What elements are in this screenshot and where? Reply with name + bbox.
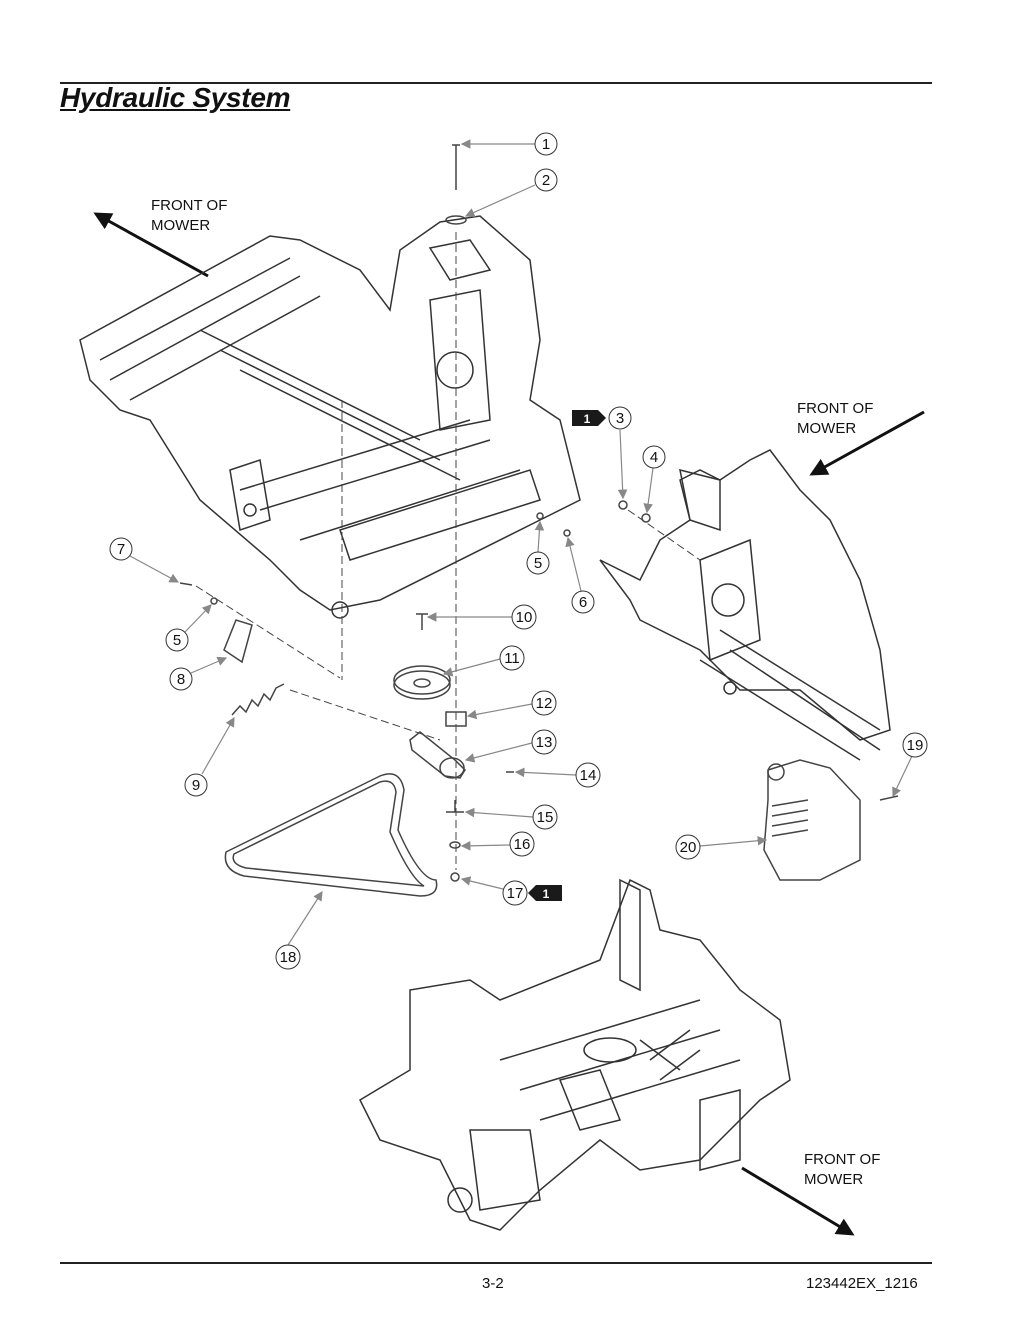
leader-lines [129, 139, 913, 946]
washer-part [210, 597, 218, 605]
callout-2: 2 [534, 168, 558, 192]
callout-19: 19 [902, 732, 928, 758]
pulley-part [393, 670, 451, 700]
idler-arm-part [409, 731, 466, 779]
front-label-line2: MOWER [804, 1171, 864, 1188]
right-frame-assembly [599, 449, 891, 761]
callout-17: 17 [502, 880, 528, 906]
exploded-parts [179, 144, 899, 897]
nut-part [450, 872, 460, 882]
callout-1: 1 [534, 132, 558, 156]
svg-text:6: 6 [579, 594, 587, 611]
belt-part [224, 773, 438, 897]
front-label-line2: MOWER [797, 420, 857, 437]
idler-hub [439, 757, 465, 779]
front-label-line1: FRONT OF [797, 400, 874, 417]
svg-text:20: 20 [680, 839, 697, 856]
svg-text:14: 14 [580, 767, 597, 784]
bushing-part [445, 711, 467, 727]
note-badge: 1 [528, 885, 562, 901]
spring-part [231, 683, 285, 716]
note-badge-text: 1 [543, 887, 550, 901]
svg-text:12: 12 [536, 695, 553, 712]
svg-text:4: 4 [650, 449, 658, 466]
callout-13: 13 [531, 729, 557, 755]
lower-frame-assembly [359, 878, 791, 1231]
callout-14: 14 [575, 762, 601, 788]
svg-text:17: 17 [507, 885, 524, 902]
washer-part [449, 841, 461, 849]
pulley-part [393, 665, 451, 695]
front-arrow-bottom-right [741, 1166, 855, 1236]
document-code: 123442EX_1216 [806, 1275, 918, 1292]
front-label-right: FRONT OF MOWER [797, 399, 873, 439]
header-rule [60, 82, 932, 84]
bolt-part [879, 795, 899, 801]
svg-text:5: 5 [534, 555, 542, 572]
callout-8: 8 [169, 667, 193, 691]
belt-part-inner [232, 780, 425, 887]
front-label-top-left: FRONT OF MOWER [151, 196, 227, 236]
page-number: 3-2 [482, 1275, 504, 1292]
callout-18: 18 [275, 944, 301, 970]
svg-text:18: 18 [280, 949, 297, 966]
bolt-part [179, 582, 193, 586]
bolt-part [416, 613, 428, 630]
callout-6: 6 [571, 590, 595, 614]
nut-part [563, 529, 571, 537]
callout-5: 5 [526, 551, 550, 575]
pump-cooling-fins [771, 799, 809, 837]
washer-part [445, 215, 467, 225]
callout-20: 20 [675, 834, 701, 860]
callout-16: 16 [509, 831, 535, 857]
bracket-part [223, 619, 253, 664]
nut-part [618, 500, 628, 510]
svg-text:19: 19 [907, 737, 924, 754]
note-badge-text: 1 [584, 412, 591, 426]
callout-7: 7 [109, 537, 133, 561]
washer-part [536, 512, 544, 520]
svg-text:15: 15 [537, 809, 554, 826]
callout-3: 3 [608, 406, 632, 430]
page-title: Hydraulic System [60, 82, 291, 113]
bolt-part [446, 800, 464, 813]
front-arrow-top-left [93, 212, 209, 278]
callout-9: 9 [184, 773, 208, 797]
callout-5-left: 5 [165, 628, 189, 652]
svg-text:7: 7 [117, 541, 125, 558]
svg-text:13: 13 [536, 734, 553, 751]
hydraulic-pump-part [763, 759, 861, 881]
pump-input-shaft [767, 763, 785, 781]
front-label-line1: FRONT OF [151, 197, 228, 214]
upper-frame-assembly [79, 215, 581, 619]
alignment-lines [195, 232, 701, 870]
svg-text:9: 9 [192, 777, 200, 794]
callout-11: 11 [499, 645, 525, 671]
front-arrow-right [809, 410, 925, 476]
bolt-part [452, 144, 460, 190]
svg-text:11: 11 [504, 650, 520, 667]
front-label-line2: MOWER [151, 217, 211, 234]
callout-12: 12 [531, 690, 557, 716]
front-label-line1: FRONT OF [804, 1151, 881, 1168]
callout-4: 4 [642, 445, 666, 469]
svg-text:16: 16 [514, 836, 531, 853]
svg-text:5: 5 [173, 632, 181, 649]
callout-10: 10 [511, 604, 537, 630]
callouts: 1 2 3 4 5 6 7 5 8 9 10 11 12 13 14 15 16… [109, 132, 928, 970]
svg-text:3: 3 [616, 410, 624, 427]
pulley-hub [413, 678, 431, 688]
footer-rule [60, 1262, 932, 1264]
washer-part [641, 513, 651, 523]
svg-text:10: 10 [516, 609, 533, 626]
callout-15: 15 [532, 804, 558, 830]
svg-text:1: 1 [542, 136, 550, 153]
svg-text:2: 2 [542, 172, 550, 189]
front-label-bottom-right: FRONT OF MOWER [804, 1150, 880, 1190]
svg-text:8: 8 [177, 671, 185, 688]
note-badge: 1 [572, 410, 606, 426]
